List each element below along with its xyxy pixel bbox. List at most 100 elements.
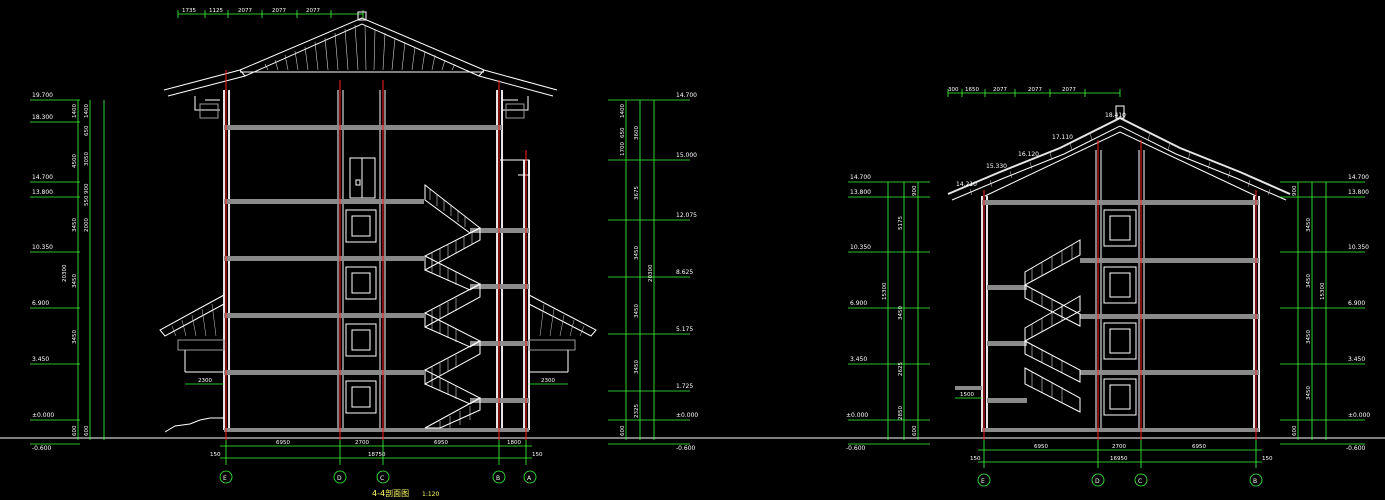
section-title: 4-4剖面图 [372,488,409,498]
right-walls [981,150,1260,432]
right-side-dim: 1500 [955,392,982,399]
r-elev-r-4: 6.900 [1348,300,1365,307]
elev-3450: 3.450 [32,356,49,363]
elev-18300: 18.300 [32,114,53,121]
right-roof: 18.410 17.110 16.120 15.330 14.210 [947,105,1291,201]
rvdim-i-1: 1400 [620,104,626,118]
r-vdim-li-1: 900 [912,185,918,196]
relev-12075: 12.075 [676,212,697,219]
right-windows [1103,209,1137,416]
left-main-roof [163,11,558,119]
vdim-li-last: 600 [84,425,90,436]
r-bdim-3: 6950 [1192,444,1206,450]
roof-elev-2: 17.110 [1052,134,1073,141]
left-axis-bubbles: E D C B A [219,470,537,484]
vdim-li-6: 2000 [84,218,90,232]
elev-0600: -0.600 [32,445,52,452]
left-top-dim-4: 2077 [272,8,286,14]
r-vdim-total-l: 15300 [882,282,888,300]
left-side-dims: 2300 2300 [185,378,568,385]
axis-C: C [380,475,384,482]
rvdim-o-6: 2325 [634,404,640,418]
left-top-dim-1: 1735 [182,8,196,14]
vdim-li-3: 3050 [84,152,90,166]
bdim-1: 6950 [276,440,290,446]
bdim-total: 18750 [368,452,386,458]
r-elev-l-6: ±0.000 [846,412,868,419]
left-vertical-dims-left: 1400 4500 3450 3450 3450 600 20300 1400 … [62,104,90,436]
left-top-dim-2: 1125 [209,8,223,14]
vdim-li-1: 1400 [84,104,90,118]
r-elev-r-2: 13.800 [1348,189,1369,196]
r-vdim-ro-4: 3450 [1306,386,1312,400]
rvdim-i-2: 650 [620,127,626,138]
roof-elev-4: 15.330 [986,163,1007,170]
r-elev-r-6: ±0.000 [1348,412,1370,419]
right-floor-slabs [955,200,1259,432]
rvdim-o-5: 3450 [634,360,640,374]
r-vdim-lo-2: 3450 [898,306,904,320]
elev-0000: ±0.000 [32,412,54,419]
vdim-l-1: 1400 [72,104,78,118]
right-axis-lines [983,140,1257,440]
r-vdim-total-r: 15300 [1320,282,1326,300]
right-section: 300 1650 2077 2077 2077 18.410 17.110 [846,87,1370,487]
r-elev-l-1: 14.700 [850,174,871,181]
vdim-li-4: 900 [84,183,90,194]
r-vdim-lo-1: 5175 [898,216,904,230]
right-top-dim-chain: 300 1650 2077 2077 2077 [947,87,1121,97]
vdim-l-2: 4500 [72,154,78,168]
r-bdim-1: 6950 [1034,444,1048,450]
bdim-edge-l: 150 [210,452,221,458]
bdim-2: 2700 [355,440,369,446]
left-top-dim-chain: 1735 1125 2077 2077 2077 [177,8,364,18]
r-elev-l-2: 13.800 [850,189,871,196]
rvdim-i-3: 1700 [620,142,626,156]
rvdim-o-1: 3600 [634,126,640,140]
left-windows [345,209,377,414]
r-bdim-edge-l: 150 [970,456,981,462]
axis-E: E [223,475,227,482]
r-vdim-ri-1: 900 [1292,185,1298,196]
elev-14700: 14.700 [32,174,53,181]
r-axis-D: D [1095,478,1100,485]
right-axis-bubbles: E D C B [977,473,1263,487]
r-axis-C: C [1138,478,1142,485]
r-top-dim-3: 2077 [993,87,1007,93]
relev-0000: ±0.000 [676,412,698,419]
r-elev-r-3: 10.350 [1348,244,1369,251]
r-elev-l-7: -0.600 [846,445,866,452]
left-top-dim-3: 2077 [238,8,252,14]
axis-B: B [496,475,500,482]
r-bdim-total: 16950 [1110,456,1128,462]
r-elev-r-1: 14.700 [1348,174,1369,181]
rvdim-o-3: 3450 [634,246,640,260]
right-bottom-dims: 6950 2700 6950 16950 150 150 [970,440,1273,468]
r-vdim-li-last: 600 [912,425,918,436]
right-elevations-right: 14.700 13.800 10.350 6.900 3.450 ±0.000 … [1280,174,1370,452]
r-bdim-2: 2700 [1112,444,1126,450]
bdim-4: 1800 [507,440,521,446]
r-vdim-ro-3: 3450 [1306,330,1312,344]
bdim-3: 6950 [434,440,448,446]
r-axis-B: B [1253,478,1257,485]
axis-A: A [527,475,532,482]
vdim-l-4: 3450 [72,274,78,288]
elev-19700: 19.700 [32,92,53,99]
r-top-dim-4: 2077 [1028,87,1042,93]
side-dim-left: 2300 [198,378,212,384]
section-scale: 1:120 [422,491,439,498]
left-top-dim-5: 2077 [306,8,320,14]
left-elevations-left: 19.700 18.300 14.700 13.800 10.350 6.900… [30,92,105,452]
r-top-dim-1: 300 [948,87,959,93]
rvdim-total: 20300 [648,264,654,282]
r-vdim-ro-2: 3450 [1306,274,1312,288]
side-dim-right: 2300 [541,378,555,384]
elev-6900: 6.900 [32,300,49,307]
r-elev-r-7: -0.600 [1346,445,1366,452]
vdim-l-total: 20300 [62,264,68,282]
r-elev-l-5: 3.450 [850,356,867,363]
left-side-pavilions [159,294,597,433]
relev-0600: -0.600 [676,445,696,452]
